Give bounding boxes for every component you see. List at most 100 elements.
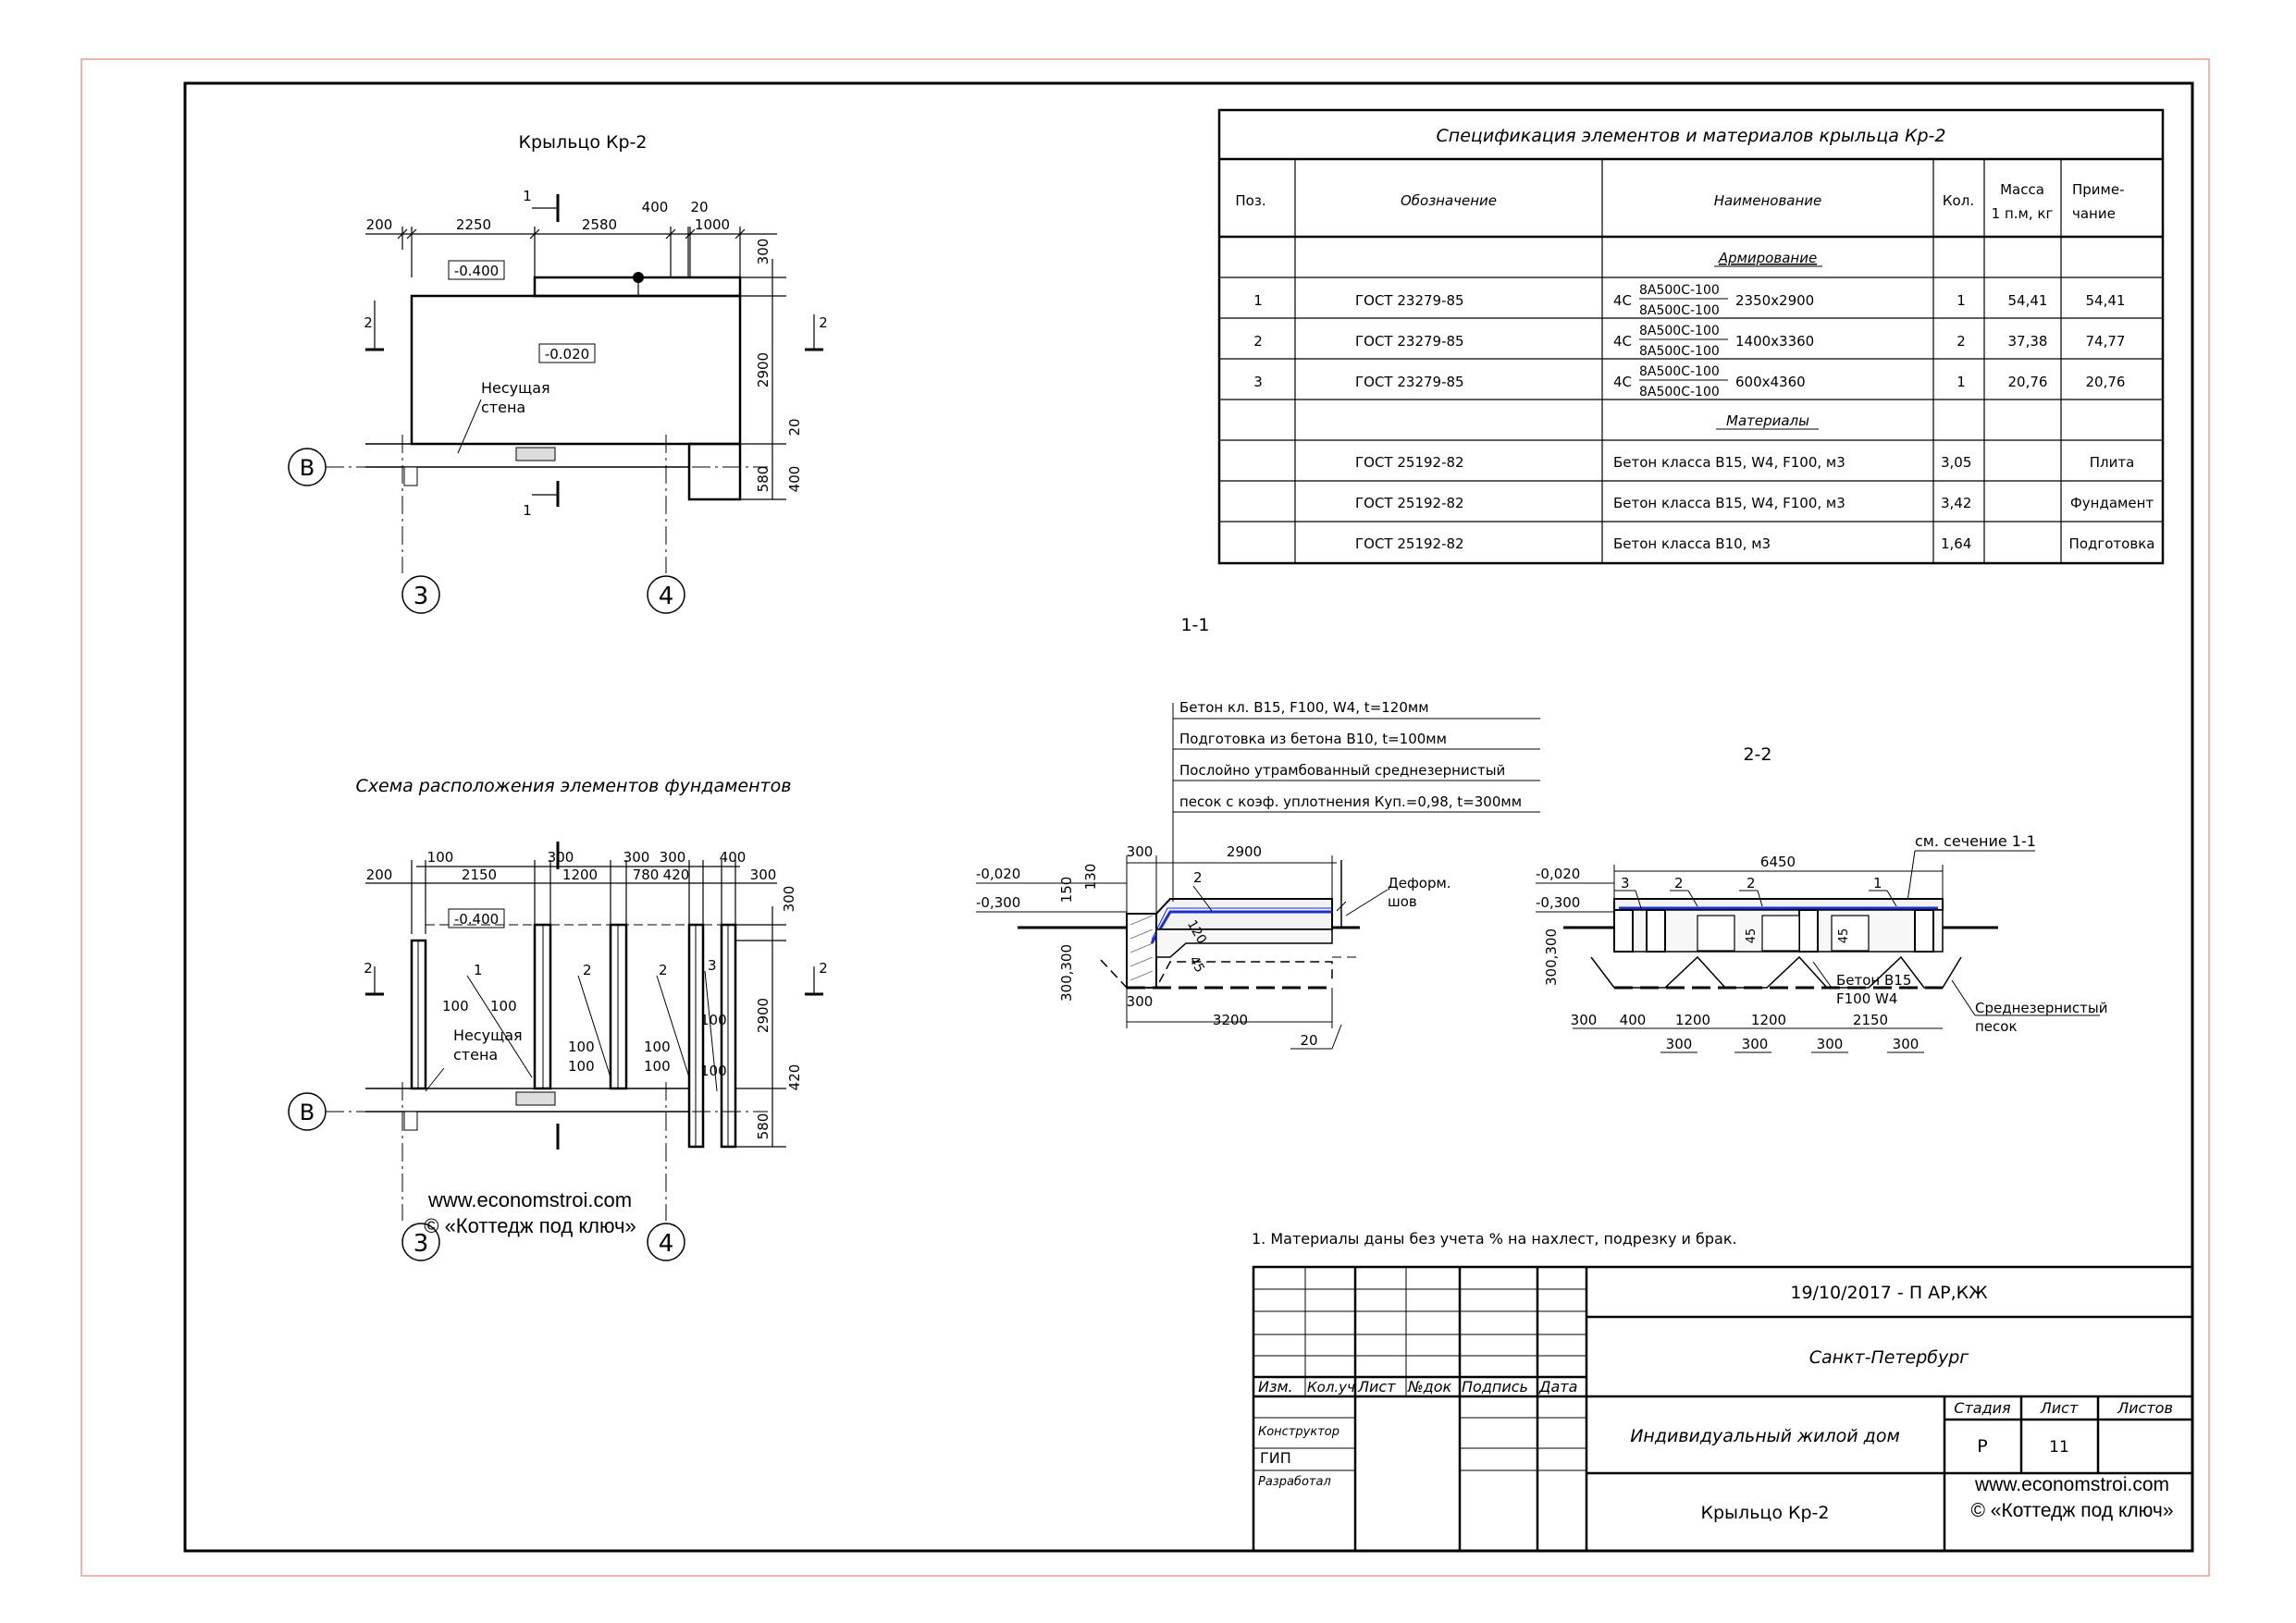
plan2-d5: 400 — [720, 849, 747, 866]
spec-r2-den: 8А500С-100 — [1639, 344, 1720, 359]
spec-r2-size: 1400х3360 — [1735, 333, 1814, 350]
plan2-in-8: 100 — [700, 1063, 727, 1079]
spec-title: Спецификация элементов и материалов крыл… — [1437, 126, 1946, 146]
plan2-rdim-2: 2900 — [755, 998, 772, 1033]
plan2-e2: 2150 — [462, 867, 497, 883]
plan2-pos-2a: 2 — [583, 962, 592, 978]
sec1-joint-2: шов — [1388, 893, 1417, 910]
spec-r1-den: 8А500С-100 — [1639, 303, 1720, 318]
stamp-object: Индивидуальный жилой дом — [1630, 1426, 1900, 1446]
plan2-in-7: 100 — [700, 1012, 727, 1028]
spec-r2-pos: 2 — [1253, 333, 1263, 350]
stamp-role-3: Разработал — [1258, 1475, 1331, 1489]
plan2-in-5: 100 — [644, 1039, 671, 1055]
plan1-wall-2: стена — [481, 399, 525, 416]
sec1-dim-130: 130 — [1082, 864, 1099, 891]
plan2-d2: 300 — [548, 849, 574, 866]
sec2-elev-2: -0,300 — [1536, 894, 1580, 911]
sec2-bd-9: 300 — [1893, 1036, 1920, 1052]
stamp-role-1: Конструктор — [1258, 1425, 1339, 1439]
plan1-dim-4: 400 — [642, 199, 669, 215]
spec-group-2: Материалы — [1726, 412, 1809, 429]
sec1-dim-20: 20 — [1300, 1032, 1317, 1049]
stamp-col-kol: Кол.уч — [1307, 1379, 1355, 1396]
spec-r3-num: 8А500С-100 — [1639, 364, 1720, 379]
stamp-col-sign: Подпись — [1462, 1378, 1528, 1396]
spec-m1-qty: 3,05 — [1941, 454, 1971, 471]
spec-r1-doc: ГОСТ 23279-85 — [1355, 292, 1464, 309]
sec2-angle-2: 45 — [1837, 928, 1851, 944]
plan2-e1: 200 — [366, 867, 393, 883]
sec2-bd-1: 300 — [1571, 1012, 1598, 1028]
sec2-elev-1: -0,020 — [1536, 866, 1580, 882]
plan2-rdim-4: 580 — [755, 1113, 772, 1140]
sec1-dim-3200: 3200 — [1213, 1012, 1248, 1028]
spec-m3-note: Подготовка — [2069, 535, 2155, 552]
spec-r1-pre: 4С — [1613, 292, 1632, 309]
plan2-axis-4: 4 — [659, 1230, 674, 1258]
plan1-dim-5: 20 — [690, 199, 708, 215]
spec-h-note2: чание — [2072, 205, 2116, 222]
plan2-e3: 1200 — [562, 867, 598, 883]
plan2-d4: 300 — [660, 849, 686, 866]
stamp-sheet-title: Крыльцо Кр-2 — [1701, 1503, 1830, 1523]
plan2-d1: 100 — [427, 849, 454, 866]
plan-foundation: Схема расположения элементов фундаментов… — [288, 776, 828, 1261]
spec-m1-name: Бетон класса В15, W4, F100, м3 — [1613, 454, 1845, 471]
plan2-d3: 300 — [623, 849, 650, 866]
sec1-layer-1: Бетон кл. В15, F100, W4, t=120мм — [1179, 699, 1429, 716]
spec-r1-mass: 54,41 — [2008, 292, 2048, 309]
sec2-title: 2-2 — [1743, 744, 1771, 765]
sec1-title: 1-1 — [1180, 615, 1209, 635]
sec1-dim-300b: 300 — [1127, 993, 1154, 1010]
plan1-dim-6: 1000 — [695, 216, 730, 233]
plan2-e4: 780 — [633, 867, 660, 883]
sec1-dim-300300: 300,300 — [1058, 944, 1075, 1002]
sec2-bd-4: 1200 — [1751, 1012, 1786, 1028]
sec1-layer-4: песок с коэф. уплотнения Куп.=0,98, t=30… — [1179, 793, 1522, 810]
drawing-frame — [183, 81, 2194, 1553]
plan2-e5: 420 — [663, 867, 690, 883]
spec-row: 3 ГОСТ 23279-85 4С 8А500С-100 8А500С-100… — [1253, 364, 2125, 400]
spec-row: ГОСТ 25192-82 Бетон класса В15, W4, F100… — [1355, 495, 2154, 511]
sec2-sand-1: Среднезернистый — [1975, 1000, 2108, 1016]
section-1-1: 1-1 Бетон кл. В15, F100, W4, t=120мм Под… — [976, 615, 1540, 1050]
spec-r1-num: 8А500С-100 — [1639, 283, 1720, 298]
plan2-e6: 300 — [750, 867, 777, 883]
sec1-dim-2900: 2900 — [1227, 843, 1262, 860]
spec-h-mass1: Масса — [2000, 181, 2044, 198]
spec-r2-doc: ГОСТ 23279-85 — [1355, 333, 1464, 350]
sec2-pos-2b: 2 — [1747, 875, 1756, 891]
plan2-pos-3: 3 — [708, 957, 717, 974]
sec2-dim-left: 300,300 — [1543, 928, 1560, 986]
plan2-in-2: 100 — [490, 998, 517, 1014]
spec-row: 1 ГОСТ 23279-85 4С 8А500С-100 8А500С-100… — [1253, 283, 2125, 318]
spec-m3-name: Бетон класса В10, м3 — [1613, 535, 1771, 552]
sec2-pos-3: 3 — [1621, 875, 1630, 891]
sec2-bd-2: 400 — [1620, 1012, 1647, 1028]
spec-group-1: Армирование — [1718, 250, 1817, 266]
plan2-pos-1: 1 — [474, 962, 483, 978]
spec-h-pos: Поз. — [1235, 192, 1265, 209]
sec1-dim-150: 150 — [1058, 877, 1075, 904]
plan2-in-6: 100 — [644, 1058, 671, 1075]
section-2-2: 2-2 см. сечение 1-1 -0,020 -0,300 — [1536, 744, 2108, 1053]
spec-r1-size: 2350х2900 — [1735, 292, 1814, 309]
spec-m2-qty: 3,42 — [1941, 495, 1971, 511]
plan2-elev: -0.400 — [454, 911, 499, 928]
spec-r2-qty: 2 — [1957, 333, 1966, 350]
plan1-sec-1a: 1 — [523, 188, 532, 204]
spec-h-doc: Обозначение — [1401, 192, 1497, 209]
plan1-rdim-1: 300 — [755, 239, 772, 265]
spec-m2-name: Бетон класса В15, W4, F100, м3 — [1613, 495, 1845, 511]
sec1-dim-300: 300 — [1127, 843, 1154, 860]
plan1-elev-mid: -0.020 — [545, 346, 589, 363]
plan1-rdim-4: 580 — [755, 466, 772, 493]
plan1-sec-2b: 2 — [819, 314, 828, 331]
sec1-joint-1: Деформ. — [1388, 875, 1451, 891]
plan2-pos-2b: 2 — [659, 962, 668, 978]
stamp-stage-h: Стадия — [1954, 1399, 2011, 1417]
spec-m2-note: Фундамент — [2070, 495, 2154, 511]
stamp-city: Санкт-Петербург — [1809, 1347, 1970, 1368]
plan2-in-3: 100 — [568, 1039, 595, 1055]
